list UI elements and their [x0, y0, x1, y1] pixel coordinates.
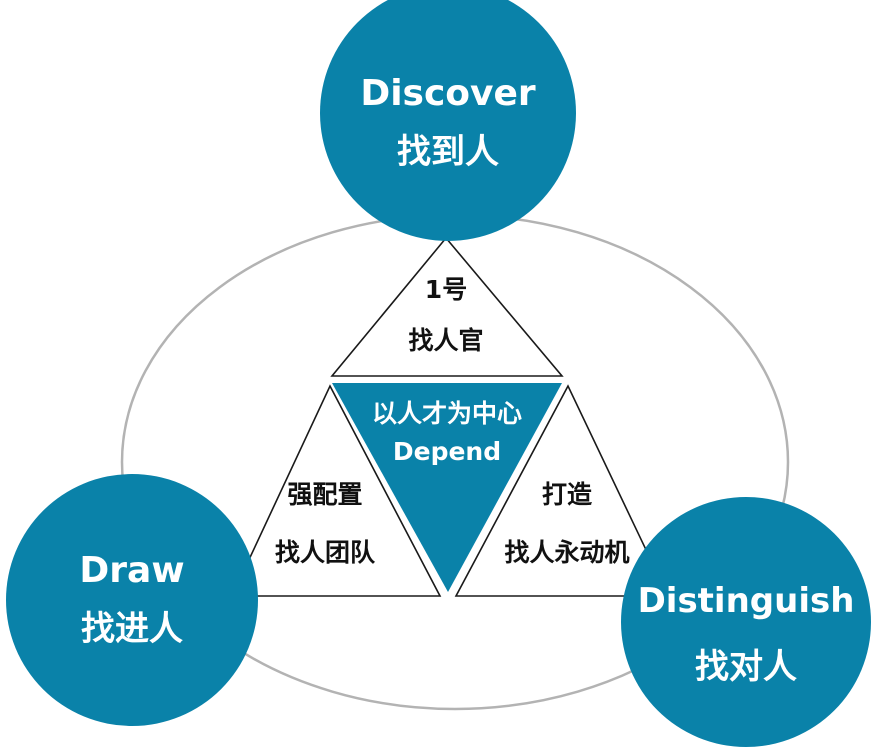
node-draw — [6, 474, 258, 726]
triangle-left-line2: 找人团队 — [275, 538, 376, 567]
triangle-top-line2: 找人官 — [408, 326, 483, 355]
triangle-right-line2: 找人永动机 — [504, 538, 629, 567]
node-draw-en: Draw — [79, 550, 184, 591]
node-distinguish — [621, 497, 871, 747]
triangle-top-line1: 1号 — [425, 275, 467, 304]
triangle-right — [454, 384, 670, 597]
triangle-right-line1: 打造 — [542, 480, 592, 509]
triangle-top — [330, 236, 564, 377]
node-draw-zh: 找进人 — [81, 609, 183, 649]
center-line1: 以人才为中心 — [372, 399, 522, 428]
triangle-left — [230, 384, 442, 597]
node-discover-en: Discover — [360, 73, 536, 114]
node-discover-zh: 找到人 — [397, 132, 499, 172]
triangle-center — [332, 383, 562, 592]
node-discover — [320, 0, 576, 241]
node-distinguish-zh: 找对人 — [695, 647, 797, 687]
center-line2: Depend — [393, 437, 501, 466]
triangle-left-line1: 强配置 — [287, 480, 362, 509]
node-distinguish-en: Distinguish — [638, 581, 855, 621]
